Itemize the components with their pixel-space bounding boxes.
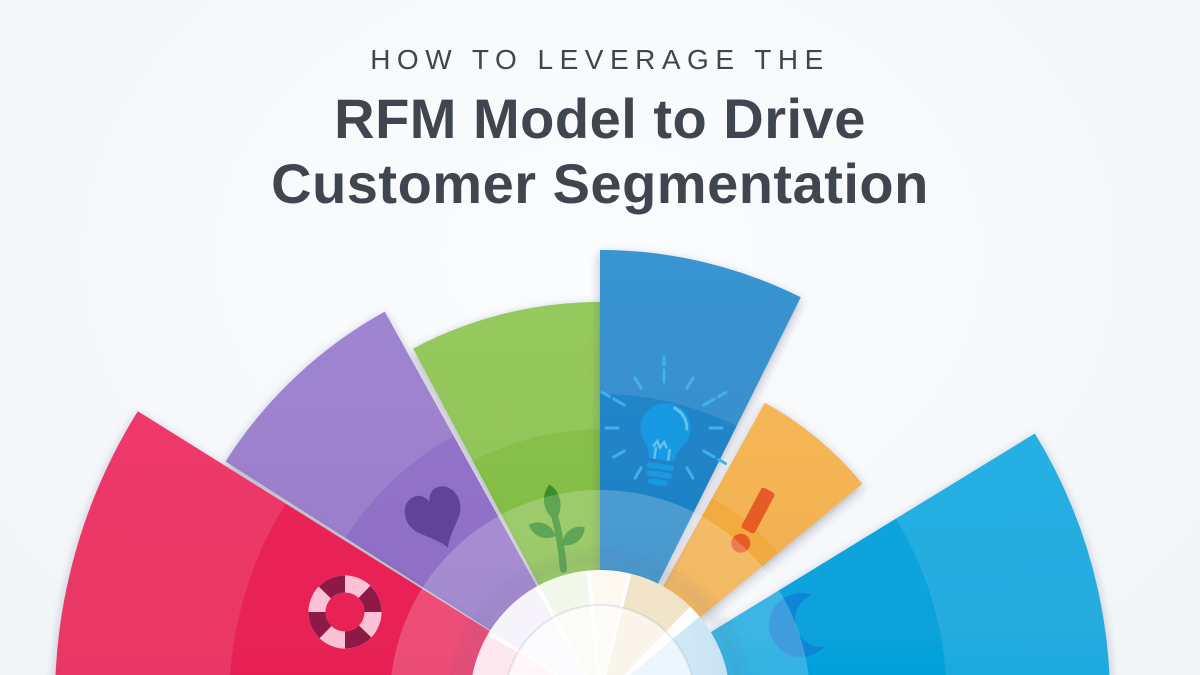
- fan-segment-red: [55, 411, 560, 675]
- hub-shadow-ring: [454, 552, 746, 675]
- hub-inner-disc: [508, 605, 692, 675]
- bulb-rays: [601, 355, 727, 480]
- fan-segment-purple: [225, 311, 587, 675]
- title-block: HOW TO LEVERAGE THE RFM Model to Drive C…: [0, 44, 1200, 216]
- fan-segment-lightblue: [640, 433, 1110, 675]
- hub-light-band: [391, 490, 809, 675]
- title-heading-line1: RFM Model to Drive: [334, 87, 866, 150]
- title-heading-line2: Customer Segmentation: [271, 152, 929, 215]
- title-eyebrow: HOW TO LEVERAGE THE: [370, 44, 830, 75]
